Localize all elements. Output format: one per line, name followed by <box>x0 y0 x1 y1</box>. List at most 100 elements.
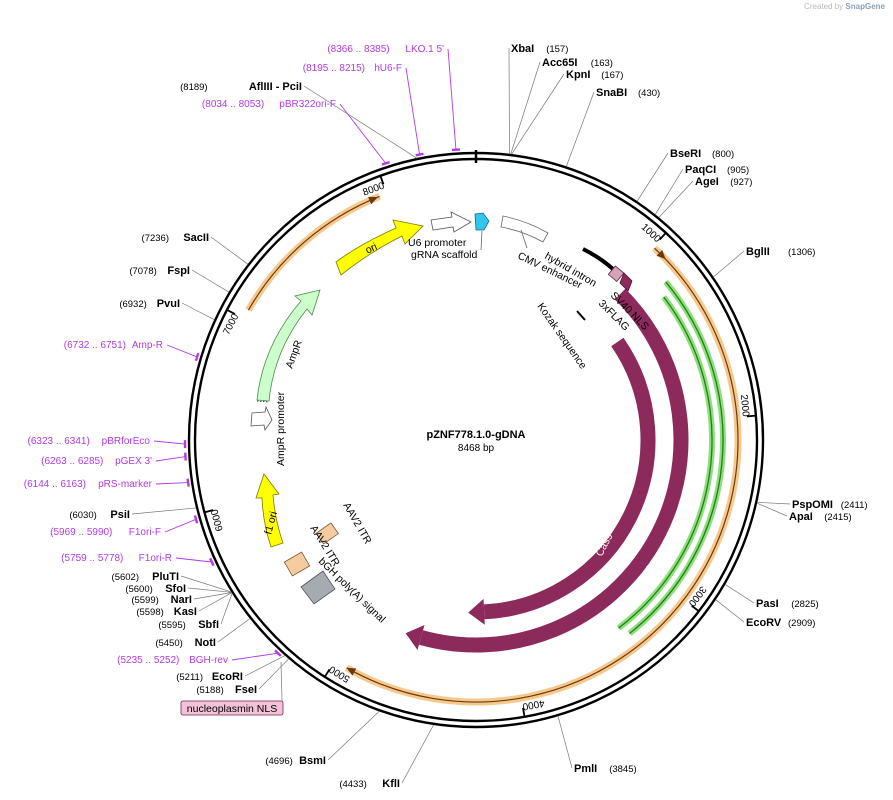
aav2-itr-feature-1[interactable] <box>315 522 339 545</box>
site-pmli[interactable]: PmlI(3845) <box>557 715 637 775</box>
cas9-outer-feature[interactable] <box>419 288 689 653</box>
site-bglii[interactable]: BglII(1306) <box>713 246 815 278</box>
cas9-inner-feature[interactable] <box>483 337 656 620</box>
feature-arcs <box>245 193 742 706</box>
site-pos: (2909) <box>788 618 815 629</box>
site-name: SfoI <box>165 583 186 595</box>
f1-ori-feature[interactable] <box>255 473 284 548</box>
tick-3000 <box>691 605 700 612</box>
primer-pbrforeco[interactable]: pBRforEco(6323 .. 6341) <box>28 436 187 449</box>
site-leader <box>757 501 791 505</box>
site-kfli[interactable]: KflI(4433) <box>339 724 434 790</box>
primer-leader <box>166 344 198 358</box>
site-pspomi[interactable]: PspOMI(2411) <box>757 499 868 511</box>
site-acc65i[interactable]: Acc65I(163) <box>510 57 613 155</box>
site-pos: (6932) <box>119 299 146 310</box>
primer-hu6-f[interactable]: hU6-F(8195 .. 8215) <box>303 63 424 157</box>
primer-pgex-3-[interactable]: pGEX 3'(6263 .. 6285) <box>41 452 187 467</box>
site-leader <box>654 168 684 215</box>
site-pos: (8189) <box>180 82 207 93</box>
site-snabi[interactable]: SnaBI(430) <box>566 87 660 167</box>
sv40-nls-feature[interactable] <box>607 265 625 283</box>
primer-f1ori-r[interactable]: F1ori-R (5759 .. 5778) <box>61 553 215 567</box>
site-ecori[interactable]: EcoRI(5211) <box>176 655 286 683</box>
u6-promoter-feature[interactable] <box>430 211 472 233</box>
site-fsei[interactable]: FseI(5188) <box>196 658 289 696</box>
site-nari[interactable]: NarI(5599) <box>131 592 232 606</box>
site-leader <box>220 593 233 625</box>
site-name: KasI <box>174 606 197 618</box>
site-pos: (157) <box>546 44 568 55</box>
site-apai[interactable]: ApaI(2415) <box>756 502 852 523</box>
watermark-created-by: Created by <box>804 2 844 11</box>
site-name: KpnI <box>566 69 590 81</box>
site-agei[interactable]: AgeI(927) <box>658 176 753 218</box>
plasmid-length: 8468 bp <box>458 443 495 454</box>
site-paqci[interactable]: PaqCI(905) <box>654 164 749 215</box>
kozak-feature[interactable] <box>576 310 586 321</box>
kozak-label: Kozak sequence <box>535 301 589 372</box>
restriction-sites: XbaI(157)Acc65I(163)KpnI(167)SnaBI(430)B… <box>69 43 867 790</box>
site-kasi[interactable]: KasI(5598) <box>136 592 232 618</box>
ampr-promoter-label: AmpR promoter <box>275 391 287 466</box>
site-sbfi[interactable]: SbfI(5595) <box>158 593 233 631</box>
primer-name: F1ori-R <box>139 553 172 564</box>
site-pos: (800) <box>712 149 734 160</box>
site-leader <box>715 599 745 623</box>
tick-8000 <box>379 175 385 185</box>
ori-feature[interactable] <box>335 219 424 276</box>
primer-leader <box>153 440 186 445</box>
cmv-enhancer-feature[interactable] <box>500 215 549 243</box>
primer-pbr322ori-f[interactable]: pBR322ori-F(8034 .. 8053) <box>202 99 390 166</box>
ampr-feature[interactable] <box>256 289 321 402</box>
site-sfoi[interactable]: SfoI(5600) <box>125 583 232 595</box>
site-pos: (5450) <box>155 638 182 649</box>
site-pos: (5595) <box>158 620 185 631</box>
primer-range: (5759 .. 5778) <box>61 553 123 564</box>
primer-bgh-rev[interactable]: BGH-rev(5235 .. 5252) <box>117 649 282 666</box>
arc-arrowhead-2 <box>368 196 378 205</box>
site-leader <box>180 575 232 593</box>
ampr-promoter-feature[interactable] <box>250 405 273 431</box>
primer-leader <box>405 67 421 155</box>
primer-name: BGH-rev <box>189 655 228 666</box>
site-name: BglII <box>746 246 770 258</box>
site-name: EcoRI <box>212 671 243 683</box>
arc-arrowhead-3 <box>346 667 357 676</box>
nucleoplasmin-nls-box[interactable]: nucleoplasmin NLS <box>180 661 284 716</box>
site-pos: (4433) <box>339 779 366 790</box>
primer-range: (6732 .. 6751) <box>64 340 126 351</box>
grna-scaffold-label: gRNA scaffold <box>411 249 478 261</box>
site-sacii[interactable]: SacII(7236) <box>142 232 249 265</box>
site-leader <box>510 61 541 155</box>
site-ecorv[interactable]: EcoRV(2909) <box>715 599 816 629</box>
primer-range: (6263 .. 6285) <box>41 456 103 467</box>
u6-promoter-label: U6 promoter <box>408 237 467 249</box>
primer-name: Amp-R <box>132 340 163 351</box>
primer-amp-r[interactable]: Amp-R (6732 .. 6751) <box>64 340 200 362</box>
site-fspi[interactable]: FspI(7078) <box>129 265 230 293</box>
flag-feature[interactable] <box>619 272 633 292</box>
site-afliii-pcii[interactable]: AflIII - PciI(8189) <box>180 81 417 159</box>
aav2-itr-feature-2[interactable] <box>283 551 311 577</box>
site-psii[interactable]: PsiI(6030) <box>69 507 197 521</box>
site-bseri[interactable]: BseRI(800) <box>636 148 734 202</box>
primer-lko-1-5-[interactable]: LKO.1 5'(8366 .. 8385) <box>327 44 461 152</box>
tick-label-6000: 6000 <box>209 508 225 533</box>
site-leader <box>191 269 230 293</box>
site-name: BsmI <box>299 755 326 767</box>
site-pluti[interactable]: PluTI(5602) <box>112 571 232 593</box>
primer-prs-marker[interactable]: pRS-marker(6144 .. 6163) <box>24 478 190 490</box>
site-xbai[interactable]: XbaI(157) <box>508 43 568 154</box>
site-leader <box>210 236 249 265</box>
site-kpni[interactable]: KpnI(167) <box>511 69 624 155</box>
grna-scaffold-feature[interactable] <box>474 212 490 231</box>
bgh-feature[interactable] <box>300 570 336 605</box>
site-noti[interactable]: NotI(5450) <box>155 618 251 649</box>
site-pasi[interactable]: PasI(2825) <box>724 584 819 610</box>
primer-f1ori-f[interactable]: F1ori-F(5969 .. 5990) <box>50 515 199 538</box>
site-pvui[interactable]: PvuI(6932) <box>119 298 215 320</box>
hybrid-intron-feature[interactable] <box>582 247 616 272</box>
site-bsmi[interactable]: BsmI(4696) <box>265 710 380 767</box>
